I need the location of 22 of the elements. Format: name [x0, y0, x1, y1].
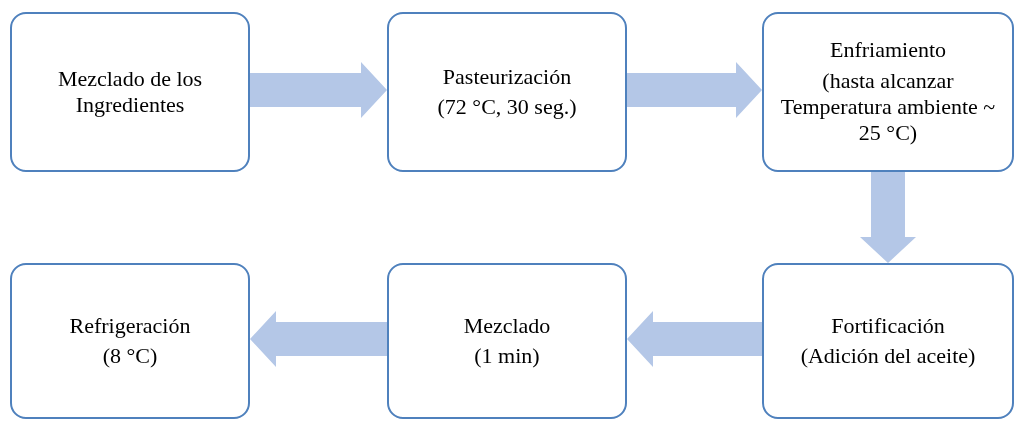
- process-box: [387, 263, 627, 419]
- block-arrow: [627, 311, 762, 367]
- step-title: Refrigeración: [69, 312, 191, 339]
- process-box: [762, 12, 1014, 172]
- step-detail: (8 °C): [102, 343, 158, 370]
- step-label: Mezclado de los Ingredientes: [56, 65, 204, 119]
- block-arrow: [860, 172, 916, 263]
- process-box: [10, 12, 250, 172]
- step-title: Enfriamiento: [829, 37, 947, 64]
- block-arrow: [627, 62, 762, 118]
- step-detail: (72 °C, 30 seg.): [437, 94, 577, 121]
- block-arrow: [250, 311, 387, 367]
- step-title: Fortificación: [831, 312, 945, 339]
- step-detail: (Adición del aceite): [800, 343, 976, 370]
- step-detail: (1 min): [474, 343, 540, 370]
- step-title: Mezclado: [463, 312, 551, 339]
- step-detail: (hasta alcanzar Temperatura ambiente ~ 25 °C): [779, 67, 997, 147]
- block-arrow: [250, 62, 387, 118]
- process-box: [10, 263, 250, 419]
- step-title: Pasteurización: [442, 63, 572, 90]
- process-box: [762, 263, 1014, 419]
- process-box: [387, 12, 627, 172]
